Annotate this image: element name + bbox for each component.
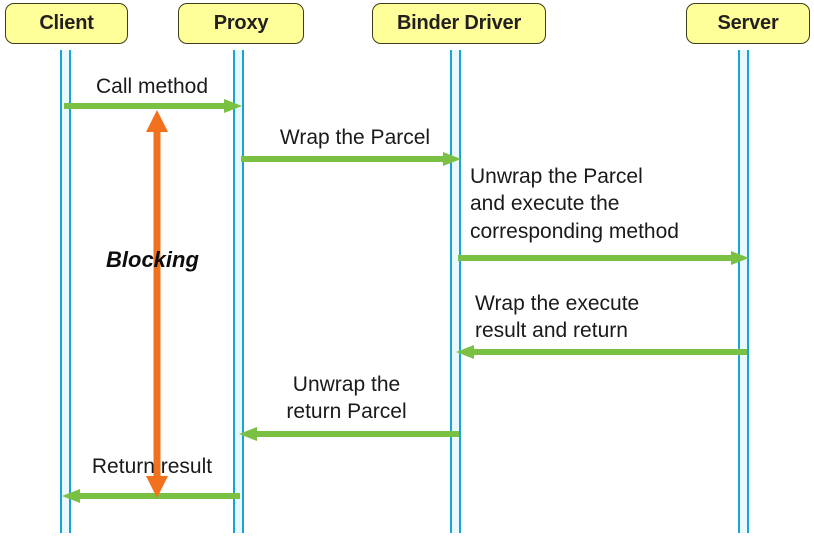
actor-box-binder-driver[interactable]: Binder Driver (372, 3, 546, 44)
message-arrow-wrap-the-parcel (241, 152, 461, 166)
actor-box-proxy[interactable]: Proxy (178, 3, 304, 44)
message-label-unwrap-and-execute: Unwrap the Parcel and execute the corres… (470, 165, 679, 243)
actor-label-server: Server (717, 12, 779, 34)
message-label-wrap-result-and-return: Wrap the execute result and return (475, 292, 640, 343)
lifeline-binder-driver (450, 50, 461, 533)
lifeline-server (738, 50, 749, 533)
actor-box-server[interactable]: Server (686, 3, 810, 44)
message-wrap-the-parcel[interactable] (239, 151, 461, 167)
lifeline-client (60, 50, 71, 533)
message-label-call-method: Call method (95, 75, 209, 98)
message-arrow-call-method (64, 99, 242, 113)
message-arrow-wrap-result-and-return (456, 345, 747, 359)
actor-label-client: Client (39, 12, 94, 34)
message-label-return-result: Return result (91, 455, 213, 478)
message-unwrap-return-parcel[interactable] (239, 426, 461, 442)
lifeline-proxy (233, 50, 244, 533)
actor-label-proxy: Proxy (213, 12, 269, 34)
blocking-arrow (146, 110, 168, 498)
message-call-method[interactable] (62, 98, 242, 114)
message-label-unwrap-return-parcel: Unwrap the return Parcel (286, 373, 407, 424)
actor-label-binder-driver: Binder Driver (396, 12, 522, 34)
message-unwrap-and-execute[interactable] (456, 250, 749, 266)
message-arrow-unwrap-return-parcel (239, 427, 459, 441)
message-label-wrap-the-parcel: Wrap the Parcel (279, 126, 431, 149)
message-wrap-result-and-return[interactable] (456, 344, 749, 360)
blocking-label: Blocking (106, 247, 199, 272)
message-arrow-unwrap-and-execute (458, 251, 749, 265)
actor-box-client[interactable]: Client (5, 3, 128, 44)
